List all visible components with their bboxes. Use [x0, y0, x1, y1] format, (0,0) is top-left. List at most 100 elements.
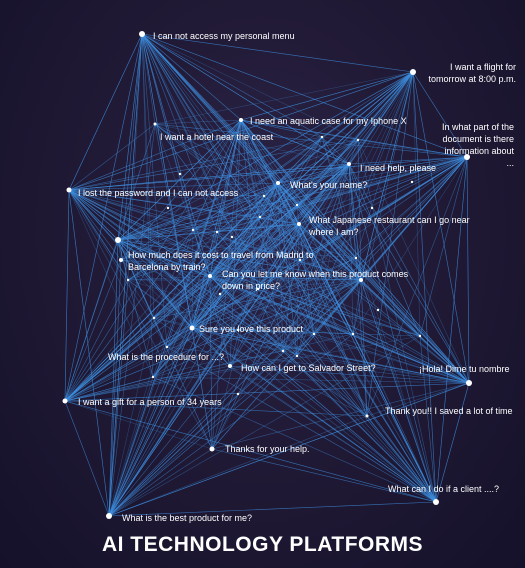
network-node — [418, 334, 422, 338]
connection-line — [296, 163, 350, 357]
connection-line — [216, 182, 279, 233]
connection-line — [64, 231, 218, 402]
connection-line — [68, 189, 155, 319]
connection-line — [360, 156, 468, 281]
network-node — [66, 187, 72, 193]
connection-line — [117, 239, 368, 417]
connection-line — [191, 223, 300, 329]
connection-line — [191, 288, 259, 329]
network-node — [376, 308, 380, 312]
connection-line — [152, 376, 437, 503]
connection-line — [321, 136, 437, 503]
connection-line — [108, 382, 470, 517]
connection-line — [211, 119, 242, 450]
connection-line — [166, 119, 242, 348]
connection-line — [64, 259, 122, 402]
connection-line — [191, 195, 265, 329]
connection-line — [209, 275, 437, 503]
connection-line — [154, 123, 279, 184]
network-node — [165, 345, 169, 349]
connection-line — [108, 33, 143, 517]
network-node — [262, 194, 266, 198]
connection-line — [192, 71, 414, 231]
connection-line — [412, 71, 468, 158]
connection-line — [240, 119, 362, 281]
network-node — [297, 222, 301, 226]
connection-line — [211, 182, 279, 450]
connection-line — [64, 229, 194, 402]
connection-line — [68, 189, 213, 450]
connection-line — [191, 327, 421, 337]
connection-line — [117, 239, 168, 348]
connection-line — [120, 33, 143, 261]
network-node — [351, 332, 355, 336]
connection-line — [108, 327, 193, 517]
connection-line — [192, 229, 211, 277]
connection-line — [348, 156, 468, 165]
connection-line — [152, 119, 242, 378]
connection-line — [211, 448, 437, 503]
connection-line — [298, 163, 350, 225]
connection-line — [108, 231, 218, 517]
connection-line — [64, 400, 437, 503]
phrase-label: I need an aquatic case for my Iphone X — [250, 116, 407, 126]
connection-line — [419, 335, 437, 503]
network-node — [464, 154, 470, 160]
network-node — [152, 316, 156, 320]
connection-line — [277, 182, 357, 259]
connection-line — [348, 139, 359, 165]
connection-line — [141, 33, 156, 125]
connection-line — [257, 223, 300, 290]
connection-line — [412, 71, 470, 384]
network-node — [258, 215, 262, 219]
connection-line — [209, 275, 421, 337]
connection-line — [348, 163, 357, 259]
connection-line — [257, 288, 437, 503]
connection-line — [64, 317, 155, 402]
network-node — [230, 235, 234, 239]
connection-line — [68, 189, 300, 225]
connection-line — [211, 382, 470, 450]
connection-line — [191, 119, 242, 329]
connection-line — [240, 119, 437, 503]
connection-line — [348, 163, 421, 337]
connection-line — [282, 279, 362, 352]
connection-line — [153, 156, 468, 319]
connection-line — [108, 195, 265, 517]
connection-line — [108, 501, 437, 517]
connection-line — [192, 229, 362, 281]
connection-line — [120, 259, 211, 277]
connection-line — [141, 33, 468, 158]
connection-line — [68, 189, 154, 378]
connection-line — [127, 182, 279, 281]
connection-line — [240, 119, 470, 384]
connection-line — [348, 71, 414, 165]
network-node — [62, 398, 68, 404]
connection-line — [117, 239, 259, 290]
connection-line — [240, 119, 300, 225]
connection-line — [68, 182, 279, 191]
connection-line — [68, 189, 315, 335]
connection-line — [68, 189, 259, 290]
connection-line — [127, 275, 211, 281]
connection-line — [141, 33, 231, 367]
connection-line — [154, 123, 437, 503]
connection-line — [141, 33, 357, 259]
connection-line — [277, 71, 414, 184]
connection-line — [357, 71, 414, 141]
connection-line — [141, 33, 323, 138]
connection-line — [296, 223, 300, 357]
connection-line — [141, 33, 368, 417]
connection-line — [321, 136, 470, 384]
connection-line — [191, 71, 414, 329]
connection-line — [120, 259, 437, 503]
connection-line — [120, 259, 193, 329]
page-title: AI TECHNOLOGY PLATFORMS — [101, 533, 424, 556]
connection-line — [313, 333, 470, 384]
network-node — [433, 499, 439, 505]
connection-line — [141, 33, 300, 225]
connection-line — [152, 327, 193, 378]
connection-line — [355, 71, 414, 259]
connection-line — [298, 71, 414, 225]
connection-line — [108, 123, 156, 517]
